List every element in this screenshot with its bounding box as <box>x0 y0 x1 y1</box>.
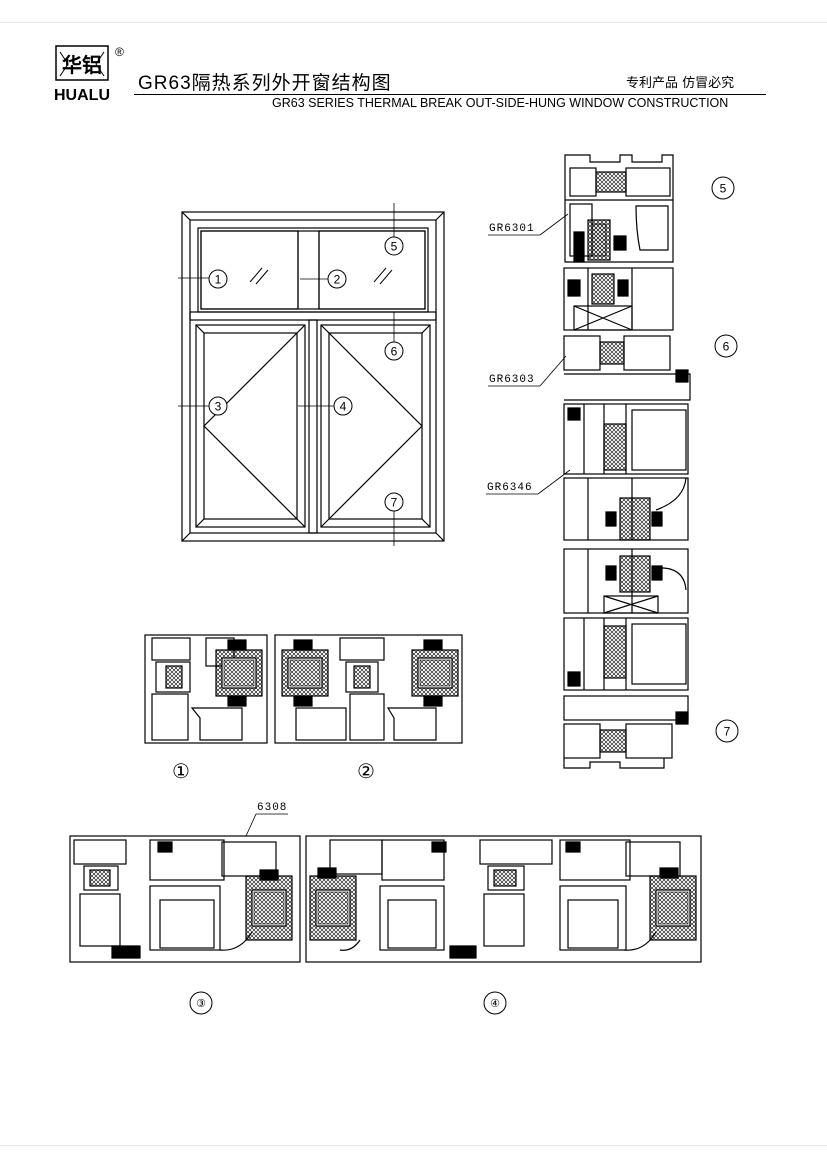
svg-text:6: 6 <box>391 345 398 359</box>
horizontal-section-1 <box>144 634 268 744</box>
horizontal-section-2 <box>274 634 463 744</box>
logo-graphic: 华铝 ® HUALU <box>54 45 124 104</box>
svg-text:7: 7 <box>391 496 398 510</box>
svg-text:5: 5 <box>391 240 398 254</box>
marker-7: 7 <box>384 492 404 512</box>
section-marker-5: 5 <box>711 176 735 200</box>
logo-cn-text: 华铝 <box>62 53 102 77</box>
section-marker-4: ④ <box>483 991 507 1015</box>
right-section-markers: 5 6 7 <box>711 176 739 743</box>
section-label-1: ① <box>172 761 190 783</box>
vertical-section-7 <box>563 548 689 769</box>
section-marker-6: 6 <box>714 334 738 358</box>
vertical-section-6 <box>563 267 691 541</box>
registered-mark: ® <box>115 45 124 59</box>
section-label-2: ② <box>357 761 375 783</box>
part-label-gr6303: GR6303 <box>489 374 535 386</box>
svg-text:1: 1 <box>215 273 222 287</box>
part-label-6308: 6308 <box>257 802 287 814</box>
svg-text:④: ④ <box>490 998 500 1010</box>
section-marker-3: ③ <box>189 991 213 1015</box>
section-part-labels <box>245 213 571 837</box>
svg-text:5: 5 <box>720 182 727 196</box>
marker-2: 2 <box>327 269 347 289</box>
svg-text:③: ③ <box>196 998 206 1010</box>
svg-text:4: 4 <box>340 400 347 414</box>
part-label-gr6301: GR6301 <box>489 223 535 235</box>
header-rule <box>134 94 766 95</box>
hualu-logo: 华铝 ® HUALU <box>48 44 124 104</box>
svg-text:6: 6 <box>723 340 730 354</box>
top-divider <box>0 22 827 23</box>
section-marker-7: 7 <box>715 719 739 743</box>
part-label-gr6346: GR6346 <box>487 482 533 494</box>
elevation-markers: 1 2 3 4 5 6 7 <box>208 236 404 512</box>
svg-text:7: 7 <box>724 725 731 739</box>
patent-notice: 专利产品 仿冒必究 <box>626 76 735 91</box>
svg-text:2: 2 <box>334 273 341 287</box>
marker-1: 1 <box>208 269 228 289</box>
marker-3: 3 <box>208 396 228 416</box>
marker-4: 4 <box>333 396 353 416</box>
page-title: GR63隔热系列外开窗结构图 <box>138 73 392 94</box>
bottom-section-markers: ③ ④ <box>189 991 507 1015</box>
horizontal-section-4 <box>305 835 702 963</box>
svg-text:3: 3 <box>215 400 222 414</box>
logo-en-text: HUALU <box>54 87 110 104</box>
window-elevation <box>178 203 445 546</box>
marker-5: 5 <box>384 236 404 256</box>
horizontal-section-3 <box>69 835 301 963</box>
page-subtitle: GR63 SERIES THERMAL BREAK OUT-SIDE-HUNG … <box>272 96 729 110</box>
bottom-divider <box>0 1145 827 1146</box>
vertical-section-5 <box>564 154 674 263</box>
marker-6: 6 <box>384 341 404 361</box>
